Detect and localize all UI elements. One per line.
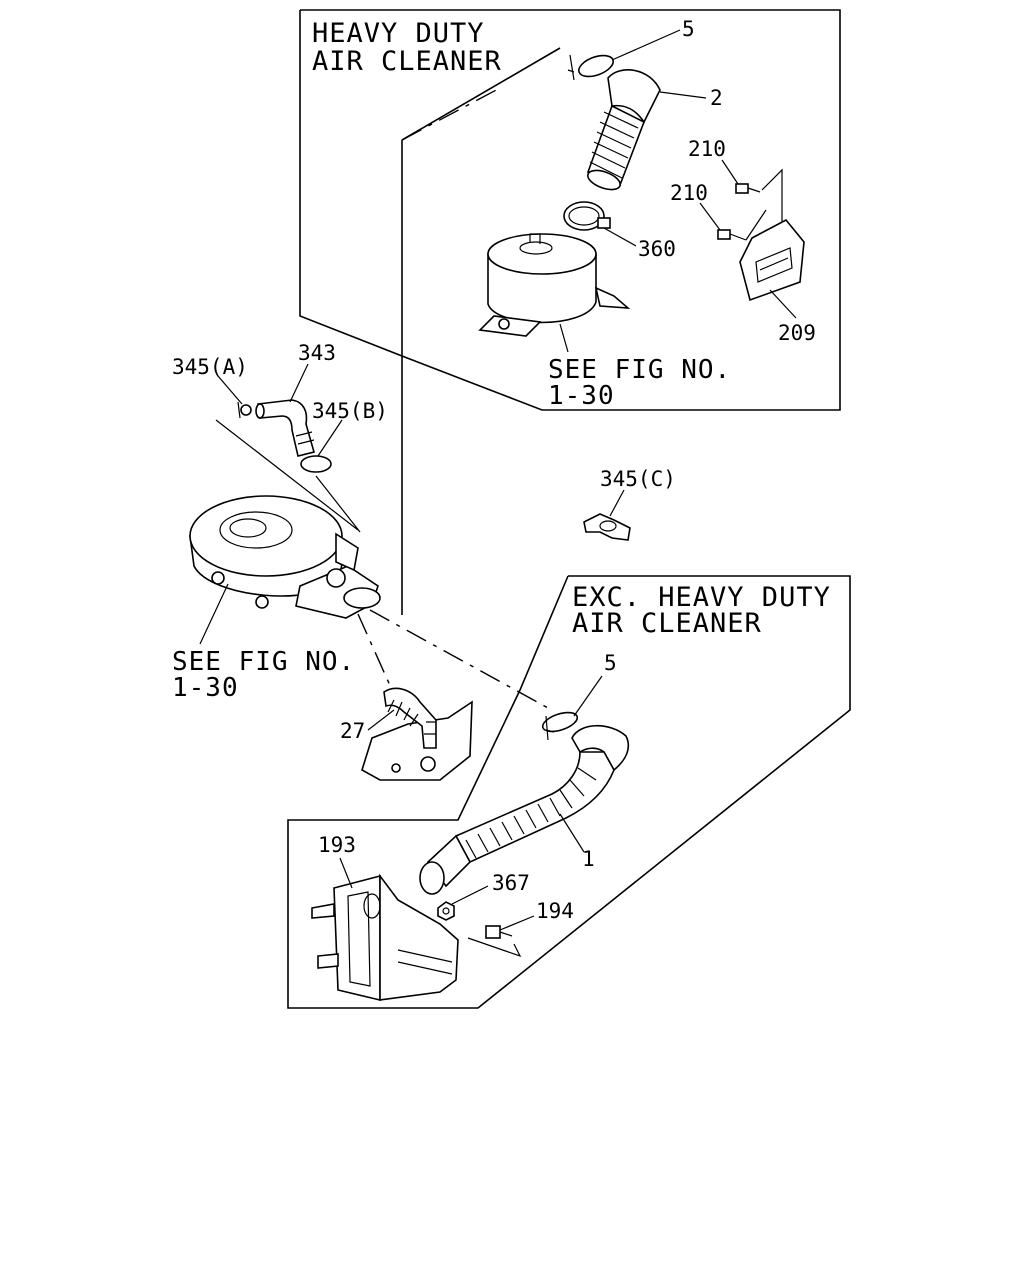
guide-lines-left	[215, 419, 361, 533]
part-345b-clamp	[300, 455, 332, 473]
callout-360: 360	[638, 237, 676, 261]
leader-345c	[609, 489, 625, 517]
callout-345b: 345(B)	[312, 399, 388, 423]
callout-367: 367	[492, 871, 530, 895]
heavy-duty-title-line2: AIR CLEANER	[312, 46, 502, 77]
see-fig-left-line1: SEE FIG NO.	[172, 647, 355, 677]
callout-2: 2	[710, 86, 723, 110]
part-345a-clip	[237, 401, 252, 419]
heavy-duty-air-cleaner	[478, 233, 631, 337]
part-343-hose	[255, 399, 315, 457]
leader-343	[289, 363, 309, 403]
connector-line-top	[401, 47, 561, 141]
leader-27	[367, 709, 395, 731]
callout-194: 194	[536, 899, 574, 923]
leader-5-bottom	[573, 675, 603, 717]
part-1-corrugated-hose	[419, 725, 630, 895]
leader-see-fig-left	[199, 583, 229, 645]
callout-5-top: 5	[682, 17, 695, 41]
callout-1: 1	[582, 847, 595, 871]
part-360-hose-clamp	[563, 201, 611, 231]
callout-345c: 345(C)	[600, 467, 676, 491]
part-2-elbow-hose	[586, 69, 661, 191]
leader-193	[339, 857, 353, 889]
leader-210-a	[721, 159, 739, 185]
dash-line-27	[357, 613, 393, 691]
leader-367	[451, 885, 489, 905]
leader-1	[559, 813, 585, 853]
leader-210-b	[699, 202, 721, 231]
callout-210-a: 210	[688, 137, 726, 161]
leader-209	[769, 289, 797, 319]
part-210-bolt-lower	[717, 229, 747, 241]
exc-heavy-duty-title-line2: AIR CLEANER	[572, 608, 762, 639]
see-fig-top-line2: 1-30	[548, 381, 615, 411]
exc-heavy-duty-title-line1: EXC. HEAVY DUTY	[572, 582, 831, 613]
callout-193: 193	[318, 833, 356, 857]
callout-210-b: 210	[670, 181, 708, 205]
callout-27: 27	[340, 719, 365, 743]
dash-line-upper	[401, 87, 501, 141]
see-fig-top-line1: SEE FIG NO.	[548, 355, 731, 385]
leader-see-fig-top	[559, 323, 569, 353]
callout-5-bottom: 5	[604, 651, 617, 675]
leader-2	[659, 91, 707, 99]
part-367-nut	[437, 901, 455, 921]
callout-343: 343	[298, 341, 336, 365]
standard-air-cleaner	[189, 495, 381, 619]
callout-345a: 345(A)	[172, 355, 248, 379]
part-345c-clamp	[583, 513, 631, 541]
part-193-support-bracket	[311, 873, 459, 1002]
part-194-bolt	[467, 925, 522, 958]
leader-5-top	[611, 29, 681, 61]
bolt-guide-lines	[745, 168, 783, 241]
leader-194	[499, 915, 535, 931]
part-5-clamp-bottom	[541, 711, 579, 741]
exc-heavy-duty-frame	[287, 575, 851, 1009]
part-209-bracket	[739, 218, 805, 302]
heavy-duty-frame	[299, 9, 841, 411]
part-210-bolt-upper	[735, 183, 761, 194]
part-27-hose-bracket	[361, 687, 473, 781]
leader-345a	[217, 375, 243, 405]
callout-209: 209	[778, 321, 816, 345]
dash-line-lower	[369, 609, 549, 709]
leader-360	[603, 227, 637, 247]
see-fig-left-line2: 1-30	[172, 673, 239, 703]
heavy-duty-title-line1: HEAVY DUTY	[312, 18, 485, 49]
leader-345b	[317, 419, 343, 457]
